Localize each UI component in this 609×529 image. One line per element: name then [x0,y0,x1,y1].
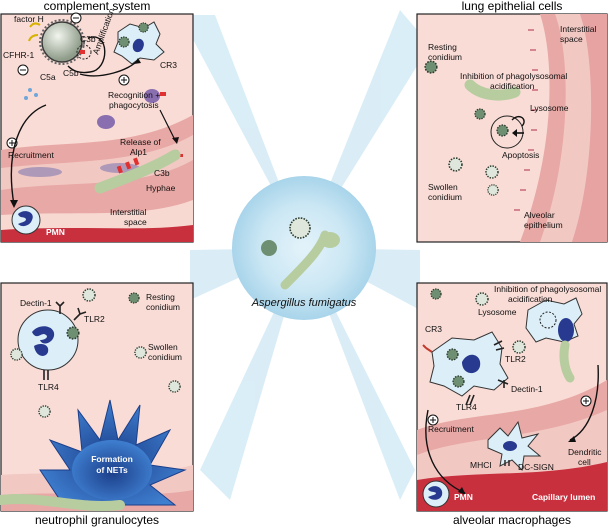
macrophage-lysosome-label: Lysosome [478,307,517,317]
lung-interstitial-label-1: Interstitial [560,24,596,34]
macrophage-tlr4-label: TLR4 [456,402,477,412]
interstitial-label-1: Interstitial [110,207,146,217]
neutrophil-panel: neutrophil granulocytes Dectin-1 TLR2 TL… [0,282,194,527]
c3b-label: C3b [154,168,170,178]
release-label: Release of [120,137,161,147]
lung-apoptosis-label: Apoptosis [502,150,539,160]
neutrophil-tlr4-label: TLR4 [38,382,59,392]
cr3-label: CR3 [160,60,177,70]
pmn-label: PMN [46,227,65,237]
organism-label: Aspergillus fumigatus [251,297,357,309]
factor-h-label: factor H [14,14,44,24]
macrophage-recruitment-label: Recruitment [428,424,474,434]
lung-swollen-label-2: conidium [428,192,462,202]
macrophage-panel: alveolar macrophages Inhibition of phago… [416,282,608,527]
macrophage-mhci-label: MHCI [470,460,492,470]
neutrophil-swollen-label-2: conidium [148,352,182,362]
interstitial-label-2: space [124,217,147,227]
lung-panel: lung epithelial cells Resting conidium I… [416,0,608,243]
macrophage-dcsign-label: DC-SIGN [518,462,554,472]
neutrophil-swollen-label-1: Swollen [148,342,178,352]
neutrophil-title: neutrophil granulocytes [35,513,159,527]
recognition-label: Recognition + [108,90,160,100]
net-structure [39,399,187,506]
lung-inhibition-label-1: Inhibition of phagolysosomal [460,71,567,81]
phagocytosis-label: phagocytosis [109,100,159,110]
capillary-label: Capillary lumen [532,492,595,502]
nets-label-2: of NETs [96,465,128,475]
lung-inhibition-label-2: acidification [490,81,535,91]
neutrophil-tlr2-label: TLR2 [84,314,105,324]
macrophage-inhibition-label-2: acidification [508,294,553,304]
macrophage-inhibition-label-1: Inhibition of phagolysosomal [494,284,601,294]
alp1-label: Alp1 [130,147,147,157]
lung-resting-label-1: Resting [428,42,457,52]
lung-alveolar-label-2: epithelium [524,220,563,230]
macrophage-pmn-label: PMN [454,492,473,502]
complement-title: complement system [44,0,151,13]
c3b-top-label: C3b [80,34,96,44]
macrophage-dendritic-label-2: cell [578,457,591,467]
lung-swollen-label-1: Swollen [428,182,458,192]
macrophage-title: alveolar macrophages [453,513,571,527]
lung-title: lung epithelial cells [462,0,563,13]
macrophage-dendritic-label-1: Dendritic [568,447,602,457]
nets-label-1: Formation [91,454,133,464]
lung-interstitial-label-2: space [560,34,583,44]
neutrophil-resting-label-1: Resting [146,292,175,302]
lung-lysosome-label: Lysosome [530,103,569,113]
c5b-label: C5b [63,68,79,78]
neutrophil-resting-label-2: conidium [146,302,180,312]
neutrophil-dectin-label: Dectin-1 [20,298,52,308]
macrophage-cr3-label: CR3 [425,324,442,334]
lung-alveolar-label-1: Alveolar [524,210,555,220]
cfhr-label: CFHR-1 [3,50,34,60]
c5a-label: C5a [40,72,56,82]
center-organism: Aspergillus fumigatus [232,176,376,320]
macrophage-tlr2-label: TLR2 [505,354,526,364]
lung-resting-label-2: conidium [428,52,462,62]
hyphae-label: Hyphae [146,183,176,193]
macrophage-dectin-label: Dectin-1 [511,384,543,394]
complement-panel: complement system factor H CFHR-1 C5a C5… [0,0,194,243]
recruitment-label: Recruitment [8,150,54,160]
